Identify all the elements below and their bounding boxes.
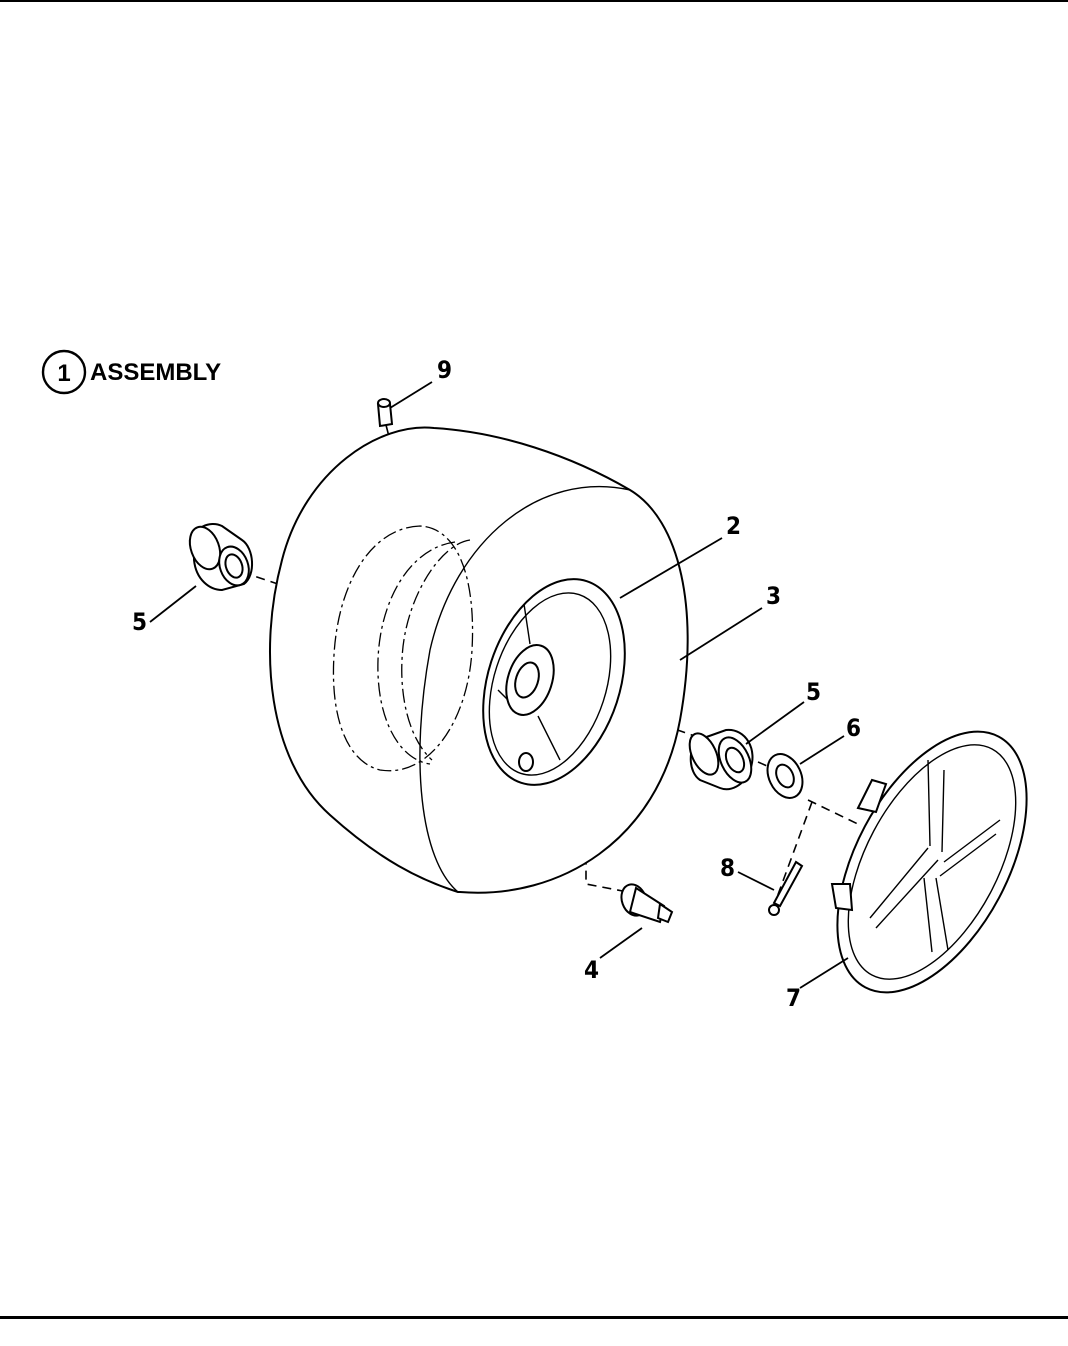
- valve-stem-tip: [658, 904, 672, 922]
- callout-5-right: 5: [806, 678, 821, 706]
- valve-hole: [519, 753, 533, 771]
- washer: [761, 748, 809, 803]
- callout-8: 8: [720, 854, 735, 882]
- grease-fitting: [378, 399, 392, 426]
- callout-3: 3: [766, 582, 781, 610]
- bushing-left: [184, 523, 254, 590]
- leader-3: [680, 608, 762, 660]
- callout-4: 4: [584, 956, 599, 984]
- hub-cap-tab-bottom: [832, 884, 852, 910]
- cotter-pin-shank: [774, 862, 802, 906]
- grease-fitting-tip: [378, 399, 390, 407]
- callout-6: 6: [846, 714, 861, 742]
- axle-dash-cap: [808, 800, 862, 826]
- assembly-title: ASSEMBLY: [90, 359, 221, 386]
- bushing-right: [684, 729, 758, 789]
- valve-stem: [617, 881, 672, 922]
- callout-7: 7: [786, 984, 801, 1012]
- callout-9: 9: [437, 356, 452, 384]
- cotter-pin-eye: [769, 905, 779, 915]
- leader-9: [390, 382, 432, 408]
- hub-cap: [798, 701, 1066, 1023]
- assembly-heading: 1 ASSEMBLY: [43, 351, 221, 393]
- leader-5-right: [746, 702, 804, 744]
- assembly-index: 1: [57, 360, 70, 387]
- leader-8: [738, 872, 774, 890]
- hub-cap-outer-rim: [798, 701, 1066, 1023]
- leader-7: [800, 958, 848, 988]
- leader-5-left: [150, 586, 196, 622]
- cotter-pin-dash: [776, 802, 812, 900]
- callout-2: 2: [726, 512, 741, 540]
- callout-5-left: 5: [132, 608, 147, 636]
- leader-4: [600, 928, 642, 958]
- cotter-pin: [769, 862, 802, 915]
- leader-6: [800, 736, 844, 764]
